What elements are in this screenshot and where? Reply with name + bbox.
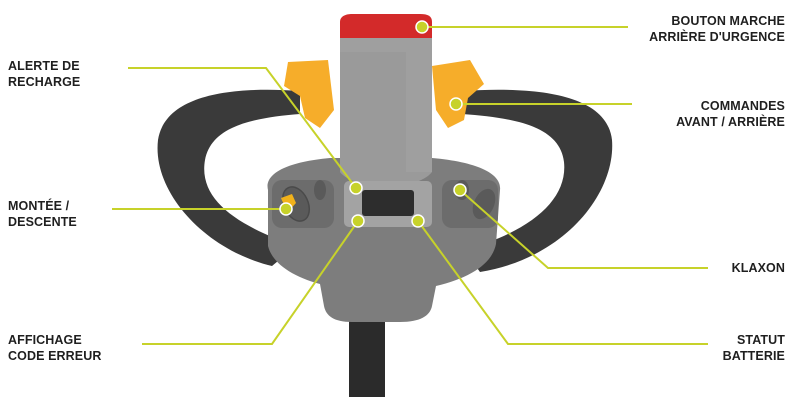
forward-reverse-label: COMMANDES AVANT / ARRIÈRE [676, 98, 785, 130]
horn-dot [453, 183, 467, 197]
left-throttle-butterfly [284, 60, 334, 128]
callout-lines [112, 26, 708, 345]
horn-leader [459, 189, 708, 269]
lift-lower-label-line1: MONTÉE / [8, 199, 70, 213]
recharge-alert-label-line2: RECHARGE [8, 75, 81, 89]
horn-label: KLAXON [732, 260, 785, 276]
right-throttle-butterfly [432, 60, 484, 128]
error-display-dot [351, 214, 365, 228]
emergency-reverse-dot [415, 20, 429, 34]
battery-status-label-line2: BATTERIE [722, 349, 785, 363]
emergency-reverse-label: BOUTON MARCHE ARRIÈRE D'URGENCE [649, 13, 785, 45]
lift-lower-dot [279, 202, 293, 216]
emergency-reverse-button [340, 14, 432, 38]
lift-lower-label-line2: DESCENTE [8, 215, 77, 229]
callout-dots [279, 20, 467, 228]
battery-status-label-line1: STATUT [736, 333, 785, 347]
emergency-reverse-label-line1: BOUTON MARCHE [671, 14, 785, 28]
battery-status-dot [411, 214, 425, 228]
left-handle-grip [157, 89, 300, 266]
error-display-leader [142, 220, 359, 345]
recharge-alert-label-line1: ALERTE DE [8, 59, 80, 73]
recharge-alert-label: ALERTE DE RECHARGE [8, 58, 80, 90]
error-display-label: AFFICHAGE CODE ERREUR [8, 332, 101, 364]
battery-status-label: STATUT BATTERIE [723, 332, 785, 364]
right-handle-grip [462, 89, 613, 272]
recharge-alert-dot [349, 181, 363, 195]
battery-status-leader [417, 220, 708, 345]
error-display-label-line2: CODE ERREUR [8, 349, 102, 363]
forward-reverse-dot [449, 97, 463, 111]
left-small-button [314, 180, 326, 200]
forward-reverse-label-line1: COMMANDES [700, 99, 785, 113]
lift-lower-label: MONTÉE / DESCENTE [8, 198, 77, 230]
error-display-label-line1: AFFICHAGE [8, 333, 82, 347]
error-display-screen [362, 190, 414, 216]
forward-reverse-label-line2: AVANT / ARRIÈRE [676, 115, 785, 129]
neck-highlight [340, 35, 432, 172]
recharge-alert-leader [128, 67, 357, 189]
right-rocker-switch [472, 188, 496, 220]
horn-label-line1: KLAXON [731, 261, 785, 275]
emergency-reverse-label-line2: ARRIÈRE D'URGENCE [649, 30, 785, 44]
